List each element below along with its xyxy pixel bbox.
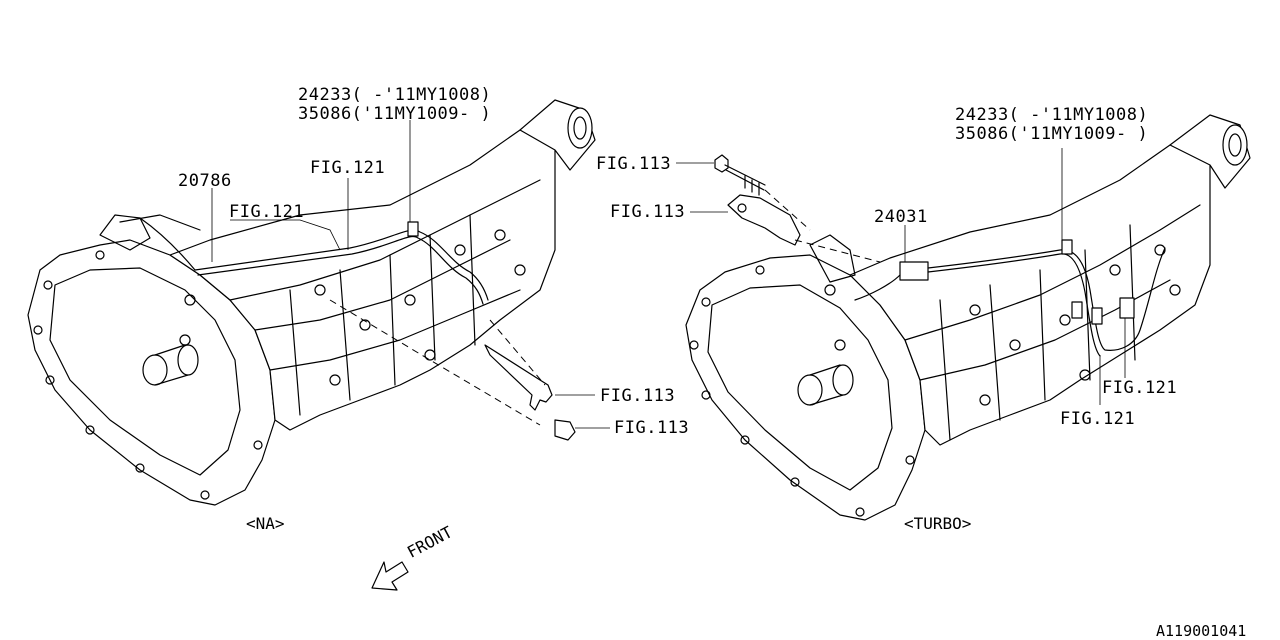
part-number-35086-turbo: 35086('11MY1009- ) — [955, 124, 1149, 144]
caption-na: <NA> — [246, 514, 285, 533]
caption-turbo: <TURBO> — [904, 514, 972, 533]
fig-113-link-bracket-na[interactable]: FIG.113 — [600, 386, 676, 406]
transmission-turbo — [685, 114, 1251, 521]
part-number-20786: 20786 — [178, 171, 232, 191]
part-number-24031: 24031 — [874, 207, 928, 227]
fig-121-link-lower-na[interactable]: FIG.121 — [229, 202, 305, 222]
fig-113-link-nut-na[interactable]: FIG.113 — [614, 418, 690, 438]
fig-121-link-upper-na[interactable]: FIG.121 — [310, 158, 386, 178]
fig-121-link-lower-turbo[interactable]: FIG.121 — [1060, 409, 1136, 429]
diagram-code: A119001041 — [1156, 622, 1247, 640]
fig-113-link-bolt-turbo[interactable]: FIG.113 — [596, 154, 672, 174]
fig-113-link-bracket-turbo[interactable]: FIG.113 — [610, 202, 686, 222]
part-number-35086-na: 35086('11MY1009- ) — [298, 104, 492, 124]
leader-lines-left — [211, 120, 610, 429]
fig-121-link-upper-turbo[interactable]: FIG.121 — [1102, 378, 1178, 398]
transmission-na — [27, 99, 596, 506]
part-number-24233-turbo: 24233( -'11MY1008) — [955, 105, 1149, 125]
front-arrow-icon — [371, 561, 409, 591]
part-number-24233-na: 24233( -'11MY1008) — [298, 85, 492, 105]
leader-lines-right — [676, 148, 1126, 405]
